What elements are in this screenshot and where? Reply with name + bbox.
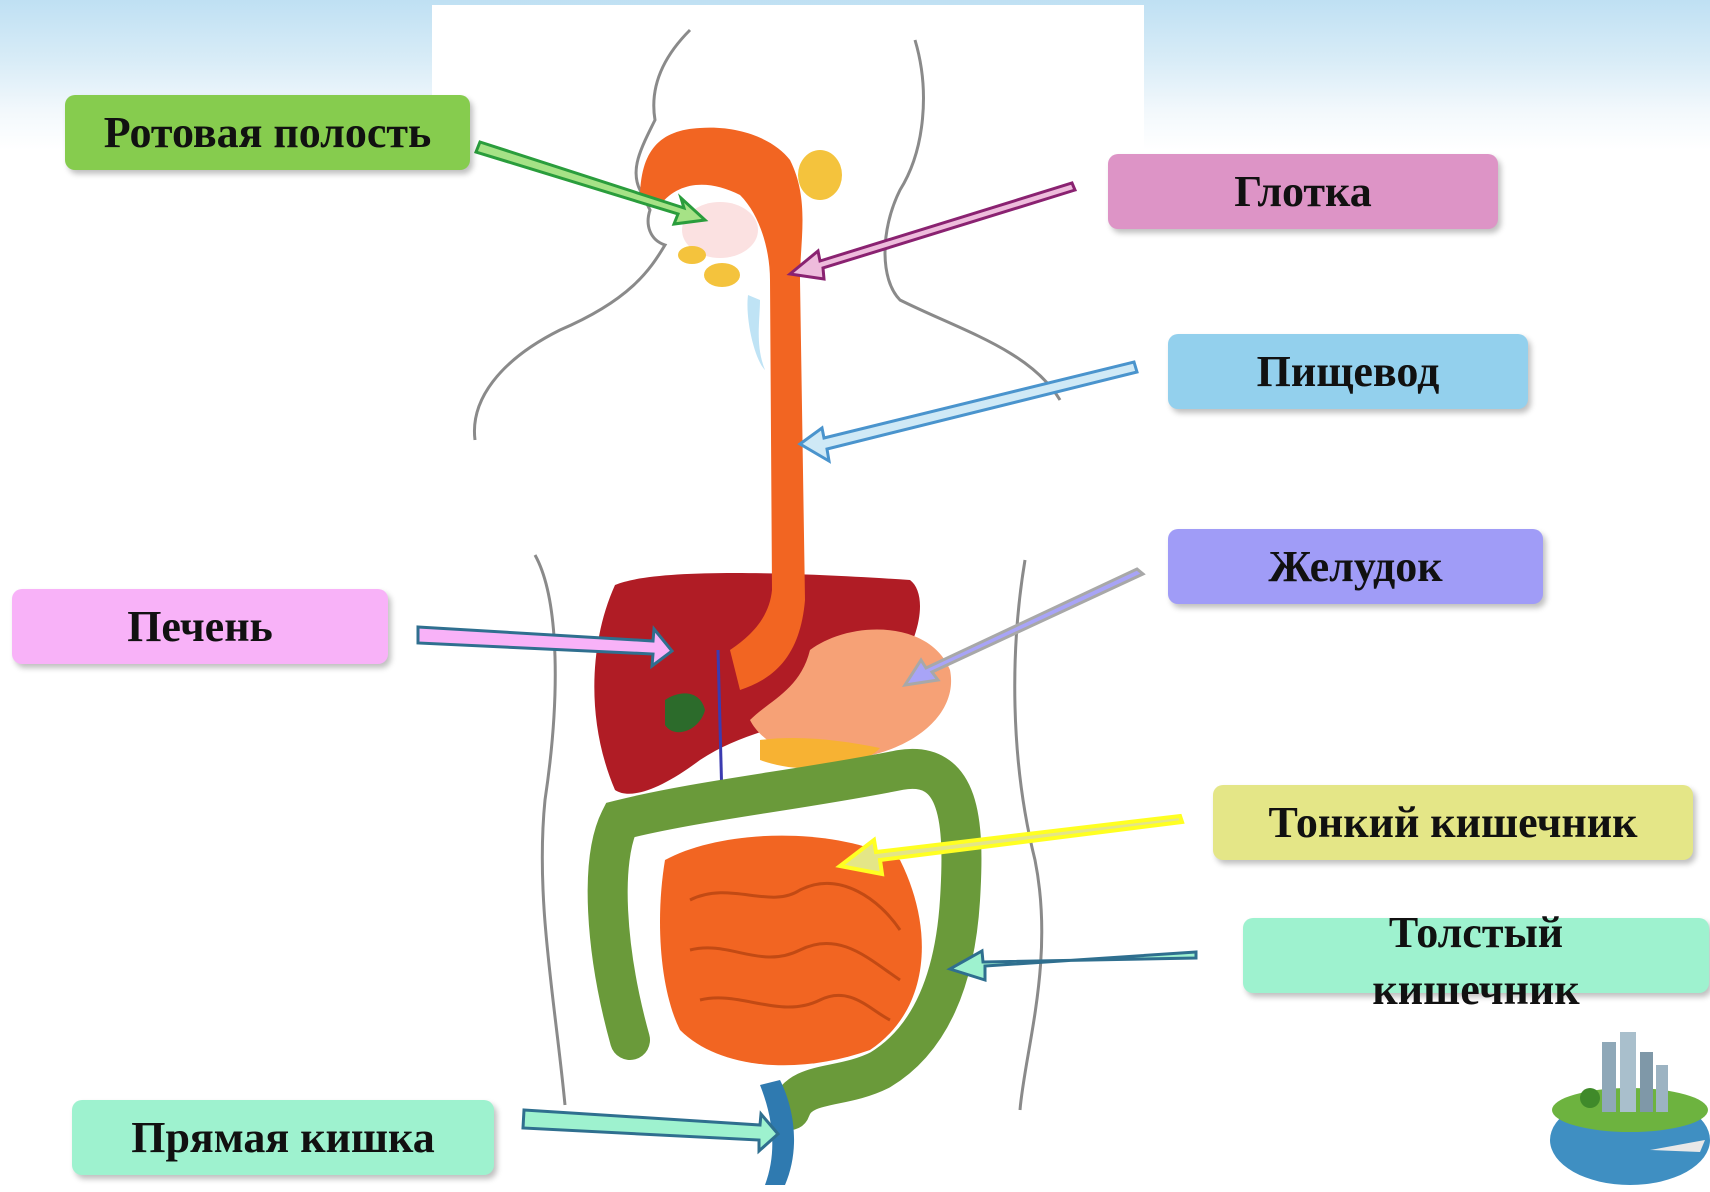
label-rectum: Прямая кишка <box>72 1100 494 1175</box>
arrow-large-intestine <box>950 951 1196 980</box>
label-mouth: Ротовая полость <box>65 95 470 170</box>
arrow-pharynx <box>790 183 1075 279</box>
label-stomach: Желудок <box>1168 529 1543 604</box>
arrow-esophagus <box>800 362 1137 461</box>
arrow-stomach <box>905 569 1143 685</box>
city-globe-icon <box>1540 1030 1710 1192</box>
label-liver: Печень <box>12 589 388 664</box>
arrow-rectum <box>523 1110 778 1151</box>
label-esophagus: Пищевод <box>1168 334 1528 409</box>
label-large-intestine: Толстый кишечник <box>1243 918 1709 993</box>
label-pharynx: Глотка <box>1108 154 1498 229</box>
label-small-intestine: Тонкий кишечник <box>1213 785 1693 860</box>
